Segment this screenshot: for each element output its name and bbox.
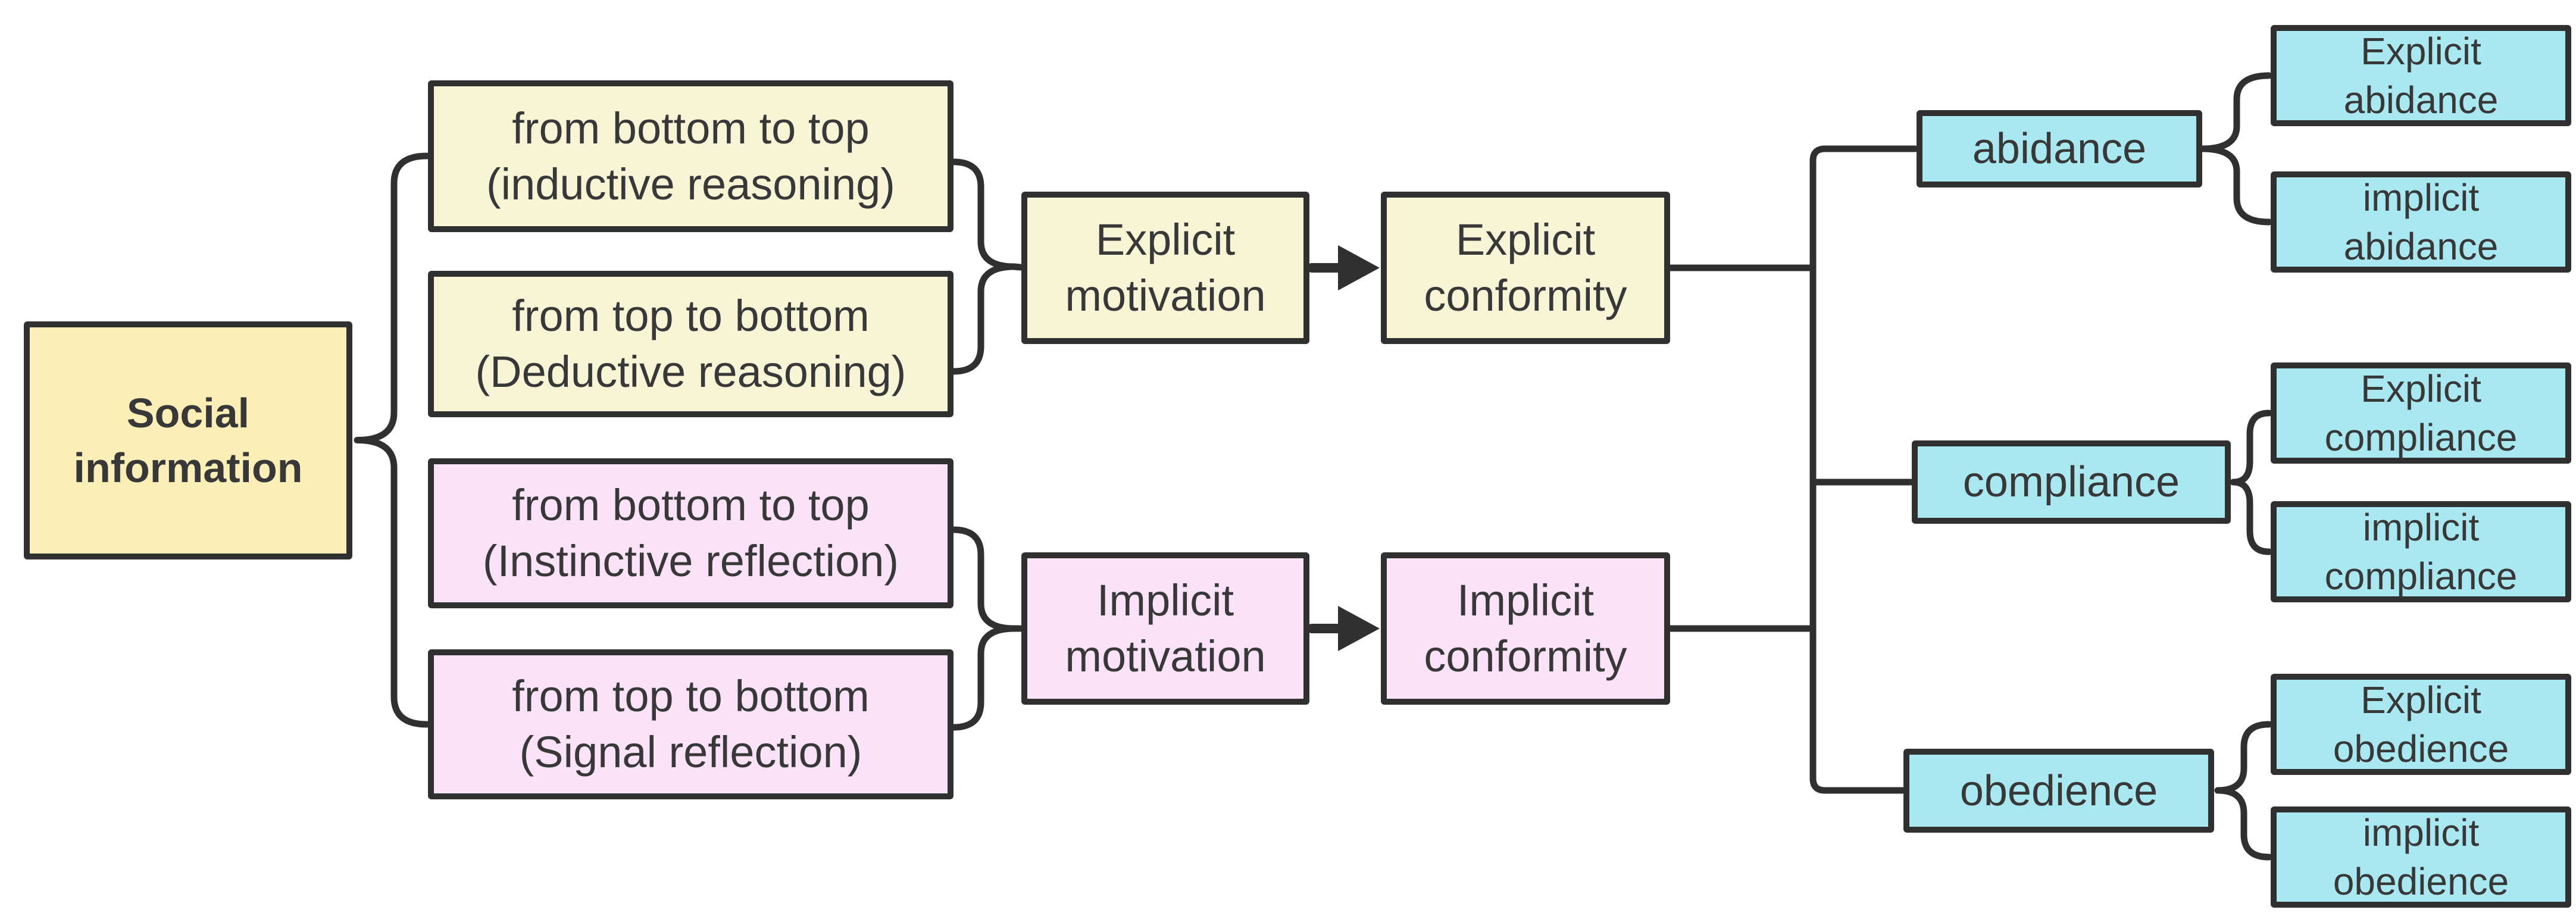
node-deductive-reasoning: from top to bottom (Deductive reasoning) [428,271,954,417]
node-instinctive-reflection: from bottom to top (Instinctive reflecti… [428,458,954,608]
node-instinctive-line1: from bottom to top [512,480,870,530]
node-explicit-motivation-line2: motivation [1065,271,1266,320]
node-explicit-compliance: Explicit compliance [2271,362,2571,464]
node-explicit-compliance-line2: compliance [2324,416,2518,459]
brace-abidance-children [2199,72,2272,226]
node-implicit-conformity-line2: conformity [1424,631,1627,681]
node-abidance-label: abidance [1972,125,2147,173]
node-inductive-line1: from bottom to top [512,103,870,153]
node-inductive-line2: (inductive reasoning) [486,159,895,209]
node-signal-line1: from top to bottom [512,671,870,721]
node-implicit-motivation-line2: motivation [1065,631,1266,681]
node-implicit-compliance-line1: implicit [2362,506,2480,549]
node-implicit-conformity-line1: Implicit [1456,576,1595,625]
brace-compliance-children [2230,409,2272,555]
node-deductive-line2: (Deductive reasoning) [475,347,906,396]
node-obedience: obedience [1903,749,2214,833]
node-implicit-compliance: implicit compliance [2271,501,2571,602]
node-implicit-abidance: implicit abidance [2271,171,2571,273]
node-abidance: abidance [1917,110,2202,187]
brace-explicit-sources [950,158,1018,375]
arrow-explicit-head [1338,245,1380,290]
node-implicit-motivation: Implicit motivation [1021,552,1309,705]
node-implicit-abidance-line1: implicit [2362,176,2480,219]
node-implicit-conformity: Implicit conformity [1381,552,1670,705]
node-implicit-compliance-line2: compliance [2324,555,2518,598]
brace-social-to-sources [354,152,430,728]
node-implicit-obedience-line1: implicit [2362,811,2480,854]
node-explicit-obedience: Explicit obedience [2271,674,2571,775]
node-instinctive-line2: (Instinctive reflection) [482,536,899,586]
node-implicit-motivation-line1: Implicit [1096,576,1234,625]
node-implicit-obedience: implicit obedience [2271,806,2571,908]
arrow-implicit-head [1338,606,1380,651]
node-deductive-line1: from top to bottom [512,291,870,340]
node-social-information: Social information [24,321,352,559]
node-explicit-obedience-line2: obedience [2333,727,2509,770]
node-explicit-conformity: Explicit conformity [1381,192,1670,344]
node-implicit-abidance-line2: abidance [2343,225,2499,268]
node-implicit-obedience-line2: obedience [2333,860,2509,903]
node-social-information-line2: information [73,445,303,491]
node-explicit-conformity-line1: Explicit [1455,215,1596,264]
node-signal-line2: (Signal reflection) [519,727,862,777]
node-explicit-abidance-line1: Explicit [2361,30,2481,73]
brace-implicit-sources [950,526,1018,731]
node-explicit-obedience-line1: Explicit [2361,679,2481,721]
node-compliance-label: compliance [1962,458,2180,506]
node-explicit-motivation: Explicit motivation [1021,192,1309,344]
line-trunk [1809,145,1919,794]
node-explicit-abidance: Explicit abidance [2271,25,2571,126]
node-explicit-compliance-line1: Explicit [2361,367,2481,410]
node-explicit-conformity-line2: conformity [1424,271,1627,320]
node-inductive-reasoning: from bottom to top (inductive reasoning) [428,80,954,232]
node-social-information-line1: Social [126,390,250,436]
node-explicit-motivation-line1: Explicit [1095,215,1236,264]
node-compliance: compliance [1912,440,2231,524]
node-obedience-label: obedience [1959,767,2158,815]
node-explicit-abidance-line2: abidance [2343,79,2499,121]
node-signal-reflection: from top to bottom (Signal reflection) [428,649,954,799]
brace-obedience-children [2214,721,2272,861]
